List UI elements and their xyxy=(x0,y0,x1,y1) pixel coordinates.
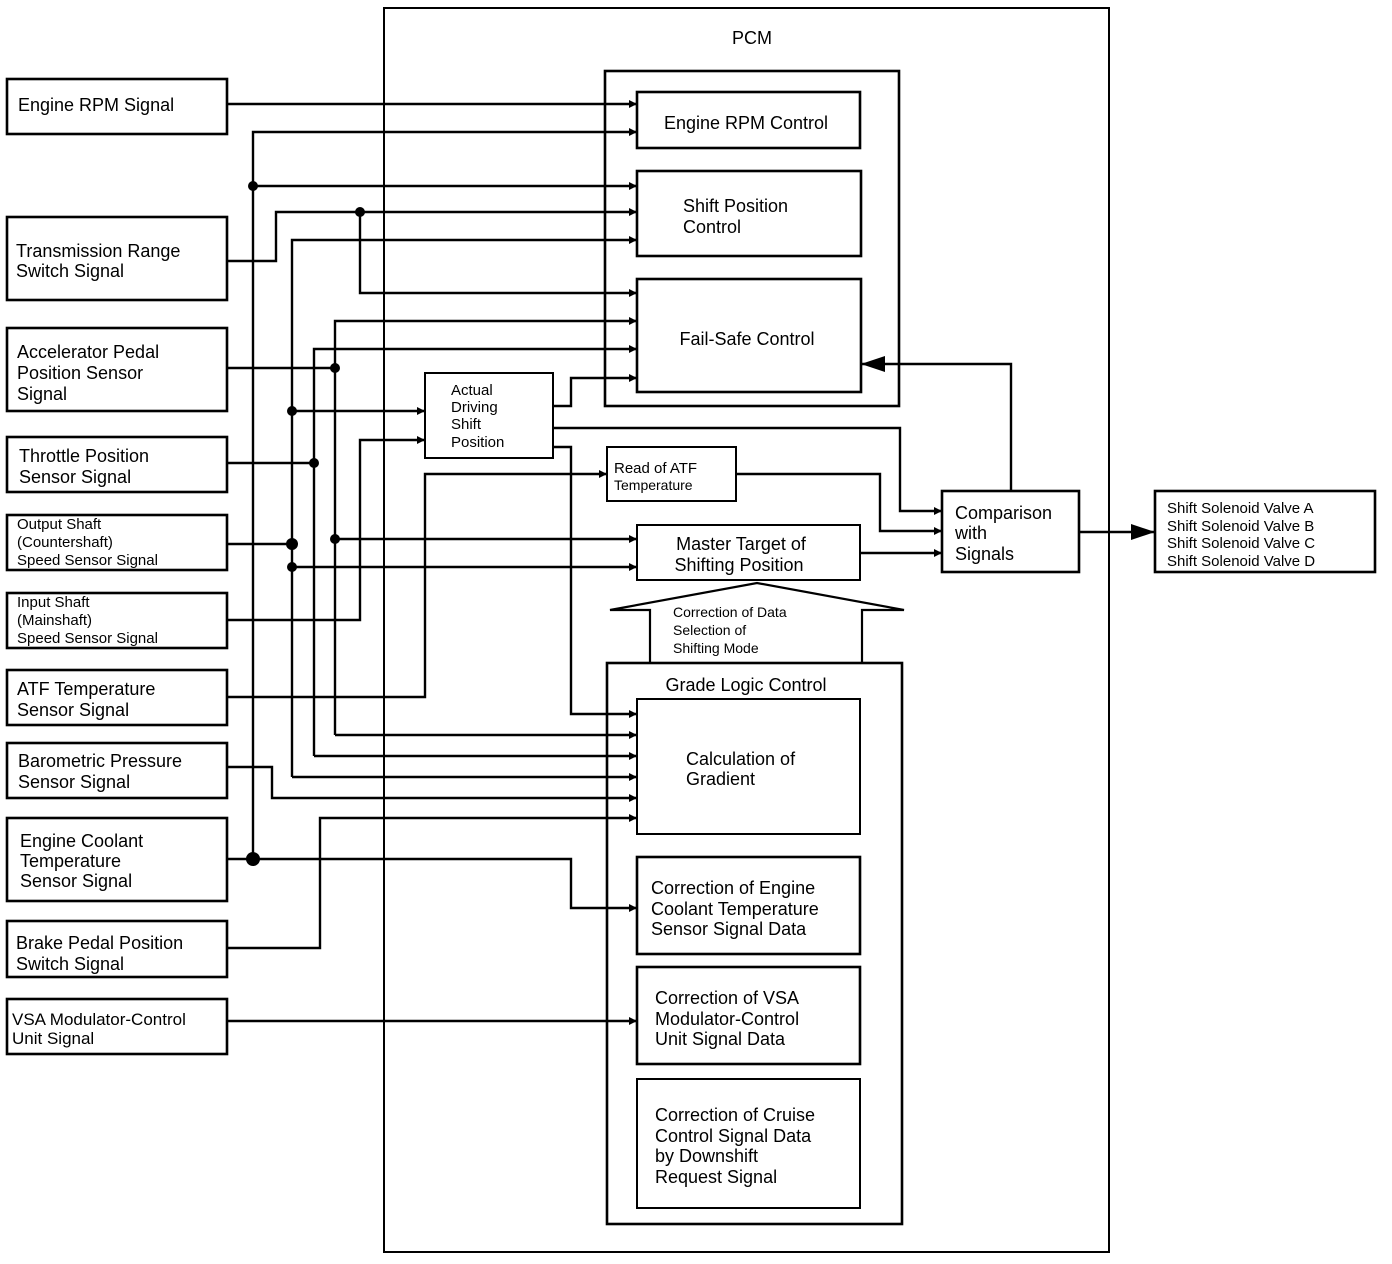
svg-text:Master Target of: Master Target of xyxy=(676,534,807,554)
svg-text:Gradient: Gradient xyxy=(686,769,755,789)
svg-text:Engine RPM Signal: Engine RPM Signal xyxy=(18,95,174,115)
block-master-target-of-shifting-position: Master Target of Shifting Position xyxy=(636,524,861,581)
block-correction-of-cruise-control-data: Correction of Cruise Control Signal Data… xyxy=(636,1078,861,1209)
svg-text:Sensor Signal: Sensor Signal xyxy=(19,467,131,487)
svg-text:Position: Position xyxy=(451,434,504,451)
correction-arrow-label: Correction of Data Selection of Shifting… xyxy=(673,604,787,656)
input-brake-pedal-position-switch-signal: Brake Pedal Position Switch Signal xyxy=(5,919,229,979)
grade-logic-control-title: Grade Logic Control xyxy=(665,675,826,695)
svg-text:Request Signal: Request Signal xyxy=(655,1167,777,1187)
block-shift-position-control: Shift Position Control xyxy=(635,169,863,258)
svg-text:Calculation of: Calculation of xyxy=(686,749,796,769)
svg-text:Fail-Safe Control: Fail-Safe Control xyxy=(679,329,814,349)
svg-text:Temperature: Temperature xyxy=(20,851,121,871)
svg-text:with: with xyxy=(954,523,987,543)
input-atf-temperature-sensor-signal: ATF Temperature Sensor Signal xyxy=(5,668,229,727)
svg-text:Engine Coolant: Engine Coolant xyxy=(20,831,143,851)
svg-text:Accelerator Pedal: Accelerator Pedal xyxy=(17,342,159,362)
input-vsa-modulator-control-unit-signal: VSA Modulator-Control Unit Signal xyxy=(5,997,229,1056)
svg-text:ATF Temperature: ATF Temperature xyxy=(17,679,155,699)
pcm-title: PCM xyxy=(732,28,772,48)
svg-text:Sensor Signal: Sensor Signal xyxy=(18,772,130,792)
output-shift-solenoid-valves: Shift Solenoid Valve A Shift Solenoid Va… xyxy=(1153,489,1377,574)
svg-text:Sensor Signal Data: Sensor Signal Data xyxy=(651,919,807,939)
svg-text:Sensor Signal: Sensor Signal xyxy=(17,700,129,720)
svg-text:Shift Solenoid Valve D: Shift Solenoid Valve D xyxy=(1167,553,1315,570)
svg-text:Unit Signal: Unit Signal xyxy=(12,1029,94,1048)
svg-text:by Downshift: by Downshift xyxy=(655,1146,758,1166)
svg-text:Correction of VSA: Correction of VSA xyxy=(655,988,799,1008)
svg-text:Correction of Cruise: Correction of Cruise xyxy=(655,1105,815,1125)
svg-text:Switch Signal: Switch Signal xyxy=(16,261,124,281)
block-read-of-atf-temperature: Read of ATF Temperature xyxy=(606,446,737,502)
svg-text:Correction of Engine: Correction of Engine xyxy=(651,878,815,898)
input-barometric-pressure-sensor-signal: Barometric Pressure Sensor Signal xyxy=(5,741,229,800)
svg-text:Engine RPM Control: Engine RPM Control xyxy=(664,113,828,133)
block-correction-of-engine-coolant-data: Correction of Engine Coolant Temperature… xyxy=(635,855,862,956)
input-input-shaft-speed-sensor-signal: Input Shaft (Mainshaft) Speed Sensor Sig… xyxy=(5,591,229,650)
svg-text:(Mainshaft): (Mainshaft) xyxy=(17,612,92,629)
svg-text:(Countershaft): (Countershaft) xyxy=(17,534,113,551)
junction-dots xyxy=(246,181,365,866)
svg-text:Signals: Signals xyxy=(955,544,1014,564)
svg-text:Shift Solenoid Valve A: Shift Solenoid Valve A xyxy=(1167,500,1313,517)
svg-text:Comparison: Comparison xyxy=(955,503,1052,523)
svg-text:Modulator-Control: Modulator-Control xyxy=(655,1009,799,1029)
correction-up-arrow xyxy=(609,581,905,663)
svg-text:Signal: Signal xyxy=(17,384,67,404)
grade-logic-control-group xyxy=(605,661,904,1226)
input-engine-coolant-temperature-sensor-signal: Engine Coolant Temperature Sensor Signal xyxy=(5,816,229,903)
block-engine-rpm-control: Engine RPM Control xyxy=(635,90,862,150)
svg-text:Barometric Pressure: Barometric Pressure xyxy=(18,751,182,771)
svg-text:Speed Sensor Signal: Speed Sensor Signal xyxy=(17,630,158,647)
block-correction-of-vsa-data: Correction of VSA Modulator-Control Unit… xyxy=(635,965,862,1066)
block-actual-driving-shift-position: Actual Driving Shift Position xyxy=(424,372,554,459)
correction-arrow-line-2: Selection of xyxy=(673,622,746,638)
svg-text:Transmission Range: Transmission Range xyxy=(16,241,180,261)
input-throttle-position-sensor-signal: Throttle Position Sensor Signal xyxy=(5,435,229,494)
svg-text:Shift: Shift xyxy=(451,416,482,433)
svg-text:Input Shaft: Input Shaft xyxy=(17,594,90,611)
input-accelerator-pedal-position-sensor-signal: Accelerator Pedal Position Sensor Signal xyxy=(5,326,229,413)
correction-arrow-line-3: Shifting Mode xyxy=(673,640,759,656)
svg-text:Unit Signal Data: Unit Signal Data xyxy=(655,1029,786,1049)
svg-text:Shifting Position: Shifting Position xyxy=(674,555,803,575)
svg-text:Control: Control xyxy=(683,217,741,237)
input-output-shaft-speed-sensor-signal: Output Shaft (Countershaft) Speed Sensor… xyxy=(5,513,229,572)
block-calculation-of-gradient: Calculation of Gradient xyxy=(636,698,861,835)
svg-text:Sensor Signal: Sensor Signal xyxy=(20,871,132,891)
svg-text:Actual: Actual xyxy=(451,382,493,399)
input-engine-rpm-signal: Engine RPM Signal xyxy=(5,77,229,136)
svg-text:Position Sensor: Position Sensor xyxy=(17,363,143,383)
block-comparison-with-signals: Comparison with Signals xyxy=(940,489,1081,574)
svg-text:Switch Signal: Switch Signal xyxy=(16,954,124,974)
svg-text:Shift Solenoid Valve B: Shift Solenoid Valve B xyxy=(1167,518,1314,535)
connection-wires xyxy=(227,100,1155,1025)
svg-text:Driving: Driving xyxy=(451,399,498,416)
upper-control-group xyxy=(603,69,901,408)
input-transmission-range-switch-signal: Transmission Range Switch Signal xyxy=(5,215,229,302)
svg-text:Read of ATF: Read of ATF xyxy=(614,460,697,477)
svg-text:Coolant Temperature: Coolant Temperature xyxy=(651,899,819,919)
svg-text:VSA Modulator-Control: VSA Modulator-Control xyxy=(12,1010,186,1029)
svg-text:Output Shaft: Output Shaft xyxy=(17,516,102,533)
correction-arrow-line-1: Correction of Data xyxy=(673,604,787,620)
svg-text:Shift Position: Shift Position xyxy=(683,196,788,216)
svg-text:Throttle Position: Throttle Position xyxy=(19,446,149,466)
pcm-frame xyxy=(383,7,1110,1253)
svg-text:Temperature: Temperature xyxy=(614,477,693,493)
svg-text:Control Signal Data: Control Signal Data xyxy=(655,1126,812,1146)
svg-text:Speed Sensor Signal: Speed Sensor Signal xyxy=(17,552,158,569)
svg-text:Brake Pedal Position: Brake Pedal Position xyxy=(16,933,183,953)
block-fail-safe-control: Fail-Safe Control xyxy=(635,277,863,394)
svg-text:Shift Solenoid Valve C: Shift Solenoid Valve C xyxy=(1167,535,1315,552)
